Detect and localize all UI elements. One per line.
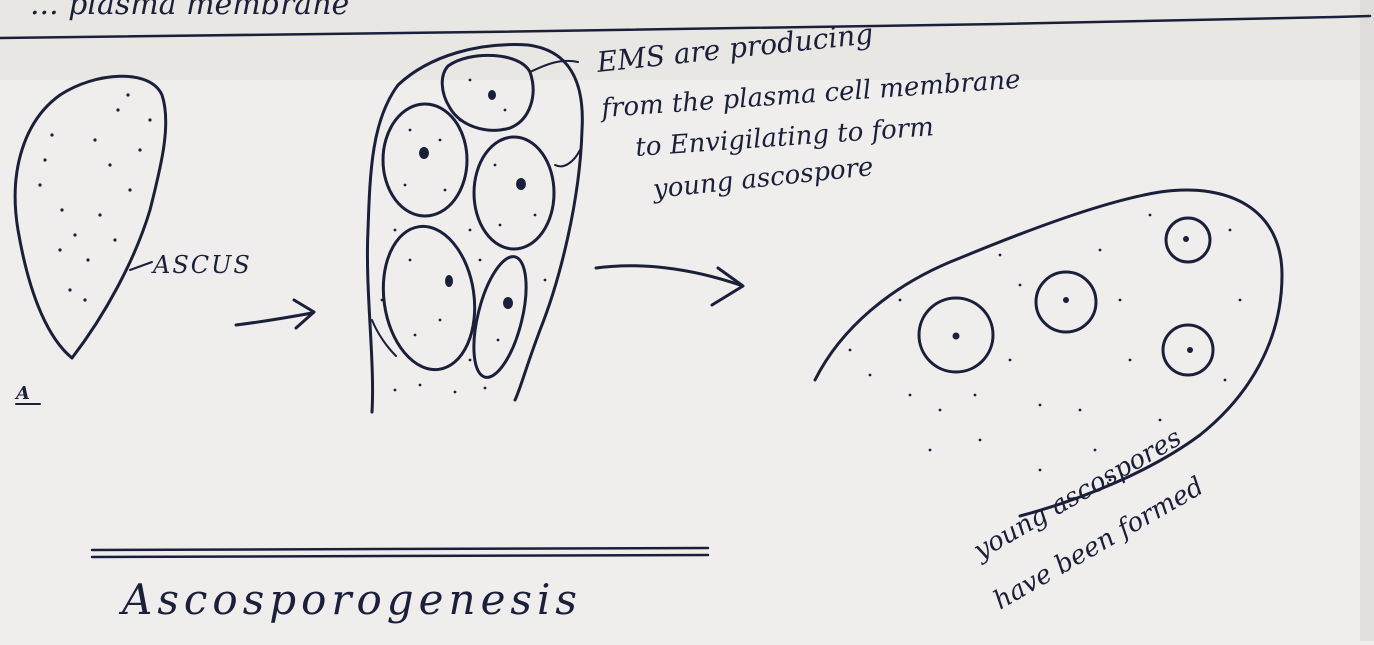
top-fragment-text: ... plasma membrane <box>30 0 349 22</box>
ascus-label: ASCUS <box>151 251 252 279</box>
paper-edge <box>1360 0 1374 641</box>
stage-label: A <box>14 383 30 404</box>
diagram-title: Ascosporogenesis <box>118 575 582 624</box>
